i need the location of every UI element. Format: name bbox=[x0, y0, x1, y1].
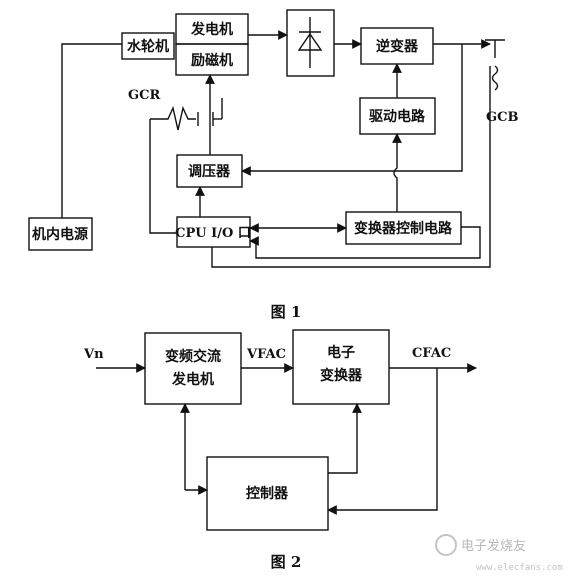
vf-generator-label-line2: 发电机 bbox=[171, 371, 214, 388]
internal-power-label: 机内电源 bbox=[32, 226, 88, 243]
gcb-label: GCB bbox=[486, 110, 518, 125]
regulator-label: 调压器 bbox=[188, 164, 231, 180]
figure-1-caption: 图 1 bbox=[271, 303, 302, 321]
watermark-text: 电子发烧友 bbox=[461, 538, 526, 554]
wire-cpu-gcr bbox=[149, 119, 177, 234]
figure-2 bbox=[96, 329, 477, 531]
internal-power-block bbox=[28, 217, 93, 251]
signal-cfac-label: CFAC bbox=[412, 346, 451, 361]
wire-gcb-cpu bbox=[211, 90, 491, 268]
gcr-relay-icon bbox=[150, 98, 223, 131]
generator-label: 发电机 bbox=[190, 21, 233, 38]
vf-generator-block bbox=[144, 332, 242, 405]
gcr-label: GCR bbox=[128, 88, 160, 103]
converter-label-line1: 电子 bbox=[327, 344, 355, 361]
exciter-label: 励磁机 bbox=[191, 52, 233, 69]
gcb-switch-icon bbox=[485, 39, 505, 91]
watermark: 电子发烧友 www.elecfans.com bbox=[435, 534, 563, 573]
wire-converter-output bbox=[249, 226, 481, 259]
figure-1 bbox=[28, 9, 505, 268]
controller-label: 控制器 bbox=[246, 485, 289, 502]
wire-feedback-regulator bbox=[241, 44, 463, 176]
figure-1-text: 水轮机 发电机 励磁机 逆变器 驱动电路 调压器 机内电源 CPU I/O 口 … bbox=[32, 21, 518, 321]
figure-2-caption: 图 2 bbox=[271, 553, 302, 571]
drive-circuit-label: 驱动电路 bbox=[369, 108, 426, 125]
rectifier-diode-icon bbox=[297, 17, 323, 68]
converter-ctrl-label: 变换器控制电路 bbox=[354, 220, 453, 237]
watermark-logo-icon bbox=[435, 534, 457, 556]
figure-2-text: 变频交流 发电机 电子 变换器 控制器 Vn VFAC CFAC 图 2 bbox=[83, 344, 451, 571]
turbine-block bbox=[121, 32, 175, 60]
wire-power-turbine bbox=[61, 43, 122, 218]
inverter-label: 逆变器 bbox=[376, 38, 419, 55]
signal-vfac-label: VFAC bbox=[246, 347, 286, 362]
wire-controller-converter bbox=[328, 403, 362, 474]
wire-ctrl-drive bbox=[392, 133, 402, 212]
wire-feedback-controller bbox=[327, 368, 438, 515]
rectifier-block bbox=[286, 9, 335, 77]
watermark-url: www.elecfans.com bbox=[476, 563, 563, 573]
converter-label-line2: 变换器 bbox=[320, 367, 363, 384]
cpu-io-label: CPU I/O 口 bbox=[175, 226, 251, 241]
turbine-label: 水轮机 bbox=[127, 38, 169, 55]
vf-generator-label-line1: 变频交流 bbox=[165, 348, 221, 365]
electronic-converter-block bbox=[292, 329, 390, 405]
signal-vn-label: Vn bbox=[83, 347, 104, 362]
